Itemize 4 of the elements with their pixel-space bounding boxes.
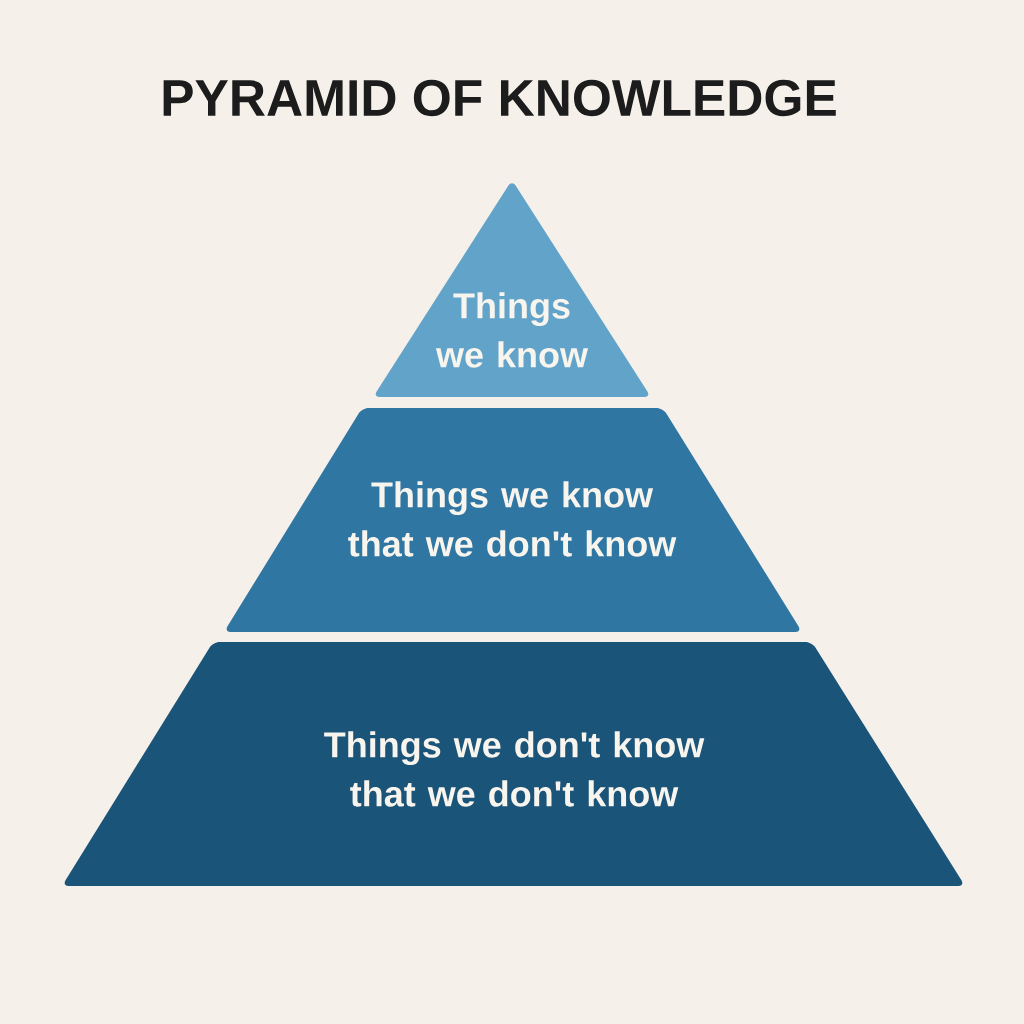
pyramid-tier: Things we know that we don't know <box>226 408 800 632</box>
pyramid-tier: Things we know <box>375 183 649 397</box>
pyramid-tier: Things we don't know that we don't know <box>64 642 963 886</box>
title: PYRAMID OF KNOWLEDGE <box>163 79 836 117</box>
